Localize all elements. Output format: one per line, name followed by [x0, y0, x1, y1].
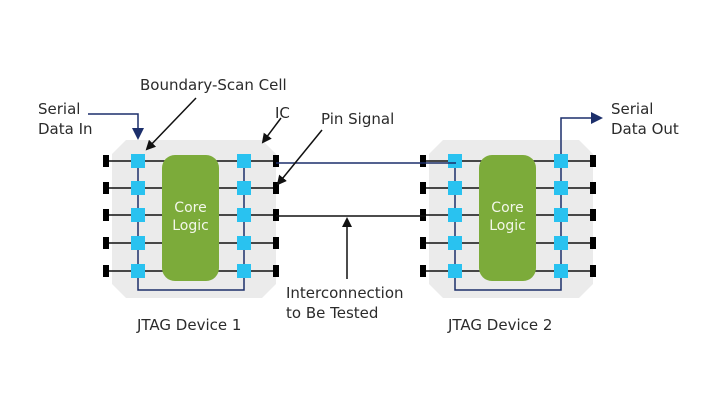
- boundary-scan-cell: [237, 154, 251, 168]
- scan-path: [137, 161, 245, 291]
- boundary-scan-cell: [131, 154, 145, 168]
- interconnection-label-2: to Be Tested: [286, 304, 378, 322]
- pin: [420, 155, 426, 167]
- pin: [590, 209, 596, 221]
- boundary-scan-cell: [131, 181, 145, 195]
- interconnection-label: Interconnection: [286, 284, 404, 302]
- boundary-scan-cell: [554, 236, 568, 250]
- boundary-scan-cell: [131, 208, 145, 222]
- boundary-scan-cell: [448, 181, 462, 195]
- serial-data-in-arrow: [88, 113, 144, 140]
- pin: [273, 237, 279, 249]
- pin: [590, 182, 596, 194]
- pin: [103, 155, 109, 167]
- pin: [590, 155, 596, 167]
- boundary-scan-cell: [237, 181, 251, 195]
- device-1-label: JTAG Device 1: [136, 316, 241, 334]
- boundary-scan-cell: [237, 208, 251, 222]
- boundary-scan-cell: [448, 264, 462, 278]
- pin: [273, 265, 279, 277]
- serial-data-out-label: Serial: [611, 100, 653, 118]
- pin-signal-arrow: [276, 129, 323, 186]
- pin: [273, 155, 279, 167]
- core-logic-label: Core: [174, 200, 206, 216]
- scan-path: [454, 161, 562, 291]
- boundary-scan-cell: [448, 154, 462, 168]
- pin: [103, 182, 109, 194]
- serial-data-in-label-2: Data In: [38, 120, 93, 138]
- pin: [420, 209, 426, 221]
- boundary-scan-cell: [554, 181, 568, 195]
- core-logic-label: Core: [491, 200, 523, 216]
- boundary-scan-cell: [131, 236, 145, 250]
- pin: [590, 237, 596, 249]
- serial-data-out-arrow: [560, 112, 603, 154]
- boundary-scan-cell: [554, 264, 568, 278]
- boundary-scan-cell: [237, 264, 251, 278]
- pin: [273, 182, 279, 194]
- core-logic-label-2: Logic: [172, 218, 209, 234]
- boundary-scan-cell: [131, 264, 145, 278]
- serial-data-in-label: Serial: [38, 100, 80, 118]
- boundary-scan-cell: [448, 236, 462, 250]
- pin: [420, 237, 426, 249]
- ic-arrow: [261, 117, 282, 144]
- pin: [103, 209, 109, 221]
- ic-label: IC: [275, 104, 290, 122]
- pin: [420, 265, 426, 277]
- pin: [590, 265, 596, 277]
- pin: [420, 182, 426, 194]
- pin: [103, 237, 109, 249]
- device-2-label: JTAG Device 2: [447, 316, 552, 334]
- pin: [103, 265, 109, 277]
- boundary-scan-cell-label: Boundary-Scan Cell: [140, 76, 287, 94]
- core-logic-block: [479, 155, 536, 281]
- core-logic-block: [162, 155, 219, 281]
- core-logic-label-2: Logic: [489, 218, 526, 234]
- boundary-scan-cell: [554, 154, 568, 168]
- pin-signal-label: Pin Signal: [321, 110, 394, 128]
- boundary-scan-cell: [237, 236, 251, 250]
- boundary-scan-cell: [448, 208, 462, 222]
- boundary-scan-cell-arrow: [145, 97, 197, 151]
- boundary-scan-cell: [554, 208, 568, 222]
- pin: [273, 209, 279, 221]
- serial-data-out-label-2: Data Out: [611, 120, 679, 138]
